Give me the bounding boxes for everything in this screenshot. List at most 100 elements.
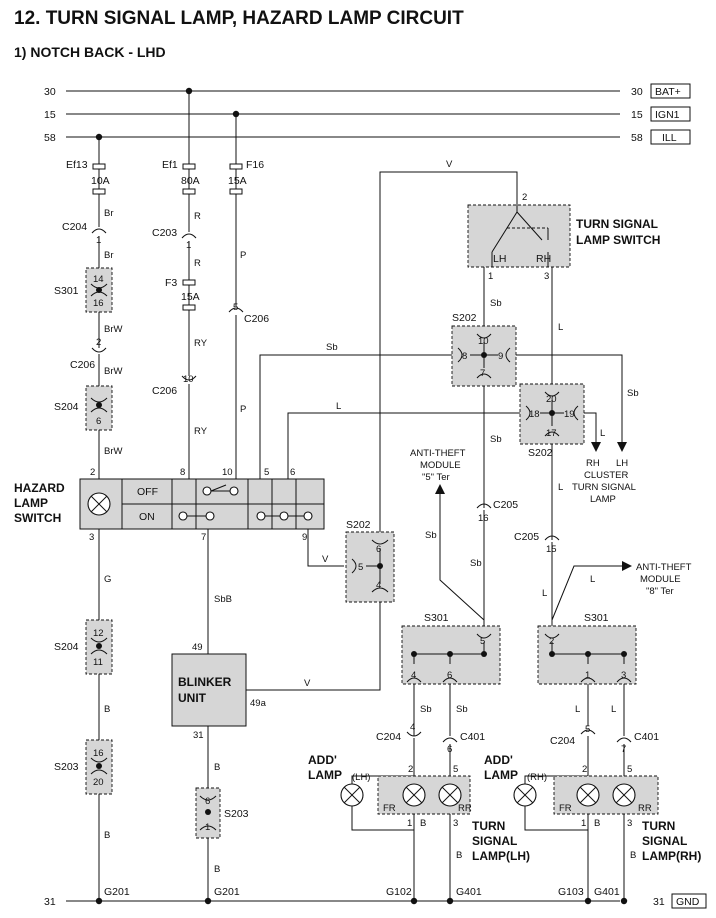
wire-l-rh-rr: L	[611, 704, 616, 715]
cluster-lh: LH	[616, 458, 628, 469]
s301-lh-pin5: 5	[480, 636, 485, 647]
c401-rh-label: C401	[634, 731, 659, 743]
s202-upper-pin7: 7	[480, 368, 485, 379]
tsl-lh-label-3: LAMP(LH)	[472, 849, 530, 863]
anti-theft-module-8: L ANTI-THEFT MODULE "8" Ter	[551, 561, 692, 621]
lh-rr-label: RR	[458, 803, 472, 814]
hazard-label-1: HAZARD	[14, 481, 65, 495]
wire-br-1: Br	[104, 208, 114, 219]
c205-rh-pin15: 15	[546, 544, 557, 555]
turn-switch-label-2: LAMP SWITCH	[576, 233, 660, 247]
hazard-pin10: 10	[222, 467, 233, 478]
anti-theft-5-label-3: "5" Ter	[422, 472, 450, 483]
diagram-subtitle: 1) NOTCH BACK - LHD	[14, 44, 166, 60]
add-lamp-rh-side: (RH)	[527, 772, 547, 783]
s202-upper-pin8: 8	[462, 351, 467, 362]
rail-15-right: 15	[631, 109, 643, 121]
tsl-rh-label-1: TURN	[642, 819, 675, 833]
anti-theft-module-5: ANTI-THEFT MODULE "5" Ter Sb	[410, 448, 485, 621]
wire-l-rh-fr: L	[575, 704, 580, 715]
s202-lower-pin19: 19	[564, 409, 575, 420]
wire-l-antitheft: L	[590, 574, 595, 585]
turn-switch-label-1: TURN SIGNAL	[576, 217, 658, 231]
c401-lh-label: C401	[460, 731, 485, 743]
c205-lh-pin16: 16	[478, 513, 489, 524]
lh-lamp-wiring: Sb 4 C204 Sb 6 C401 2 5	[376, 684, 485, 776]
hazard-off-label: OFF	[137, 486, 158, 498]
add-lamp-lh-side: (LH)	[352, 772, 370, 783]
s202-upper-pin9: 9	[498, 351, 503, 362]
wire-b-left-2: B	[104, 830, 110, 841]
rail-30-left: 30	[44, 86, 56, 98]
ill-feed-column: Ef13 10A Br C204 1 Br 14 16 S301 BrW 2 C…	[54, 137, 123, 479]
ground-g201-mid: G201	[214, 886, 240, 898]
c206-mid-pin10: 10	[183, 374, 194, 385]
fuse-ef13-label: Ef13	[66, 159, 88, 171]
s301-lh-pin4: 4	[411, 670, 416, 681]
s301-left-pin16: 16	[93, 298, 104, 309]
rh-rr-pin3: 3	[627, 818, 632, 829]
c206-mid-label: C206	[152, 385, 177, 397]
hazard-pin8: 8	[180, 467, 185, 478]
wire-l-top: L	[336, 401, 341, 412]
turn-switch-pin2: 2	[522, 192, 527, 203]
fuse-f16-rating: 15A	[228, 175, 247, 187]
hazard-label-3: SWITCH	[14, 511, 61, 525]
turn-signal-lamp-switch: 2 LH RH TURN SIGNAL LAMP SWITCH 1 3	[467, 192, 660, 282]
add-lamp-rh-label-1: ADD'	[484, 753, 513, 767]
s202-hazard-pin6: 6	[376, 544, 381, 555]
lh-rr-pin3: 3	[453, 818, 458, 829]
blinker-unit: SbB 49 BLINKER UNIT 49a 31 B 6 1 S203 B …	[171, 529, 267, 905]
cluster-label-3: LAMP	[590, 494, 616, 505]
s204-top-label: S204	[54, 401, 79, 413]
s203-left-pin16: 16	[93, 748, 104, 759]
rail-58-left: 58	[44, 132, 56, 144]
turn-switch-pin3: 3	[544, 271, 549, 282]
wire-b-lh-fr: B	[420, 818, 426, 829]
lh-signal-branch: Sb S202 10 8 9 7 Sb Sb C205 16 Sb	[451, 267, 639, 626]
turn-switch-lh: LH	[493, 253, 506, 265]
rail-31-left: 31	[44, 896, 56, 908]
s202-hazard-pin4: 4	[376, 580, 381, 591]
v-wire-to-turn-switch: V V	[246, 159, 518, 691]
tsl-rh-label-3: LAMP(RH)	[642, 849, 701, 863]
cluster-label-1: CLUSTER	[584, 470, 628, 481]
turn-switch-pin1: 1	[488, 271, 493, 282]
anti-theft-8-label-2: MODULE	[640, 574, 681, 585]
hazard-pin6: 6	[290, 467, 295, 478]
wire-br-2: Br	[104, 250, 114, 261]
s301-rh-pin1: 1	[585, 670, 590, 681]
s301-left-label: S301	[54, 285, 79, 297]
blinker-pin31: 31	[193, 730, 204, 741]
c204-rh-label: C204	[550, 735, 575, 747]
wire-b-left-1: B	[104, 704, 110, 715]
wire-brw-3: BrW	[104, 446, 123, 457]
turn-switch-rh: RH	[536, 253, 551, 265]
cluster-rh: RH	[586, 458, 600, 469]
s202-lower-pin20: 20	[546, 394, 557, 405]
lh-fr-label: FR	[383, 803, 396, 814]
ground-g401-rh: G401	[594, 886, 620, 898]
ground-g201-left: G201	[104, 886, 130, 898]
s204-bottom-pin12: 12	[93, 628, 104, 639]
anti-theft-8-label-3: "8" Ter	[646, 586, 674, 597]
gnd-label: GND	[676, 896, 700, 908]
s204-bottom-pin11: 11	[93, 657, 103, 668]
ign1-label: IGN1	[655, 109, 680, 121]
c204-lh-pin4: 4	[410, 722, 415, 733]
s301-lh-splice: S301 5 4 6	[401, 612, 501, 685]
fuse-f16-label: F16	[246, 159, 264, 171]
diagram-title: 12. TURN SIGNAL LAMP, HAZARD LAMP CIRCUI…	[14, 8, 464, 29]
blinker-pin49: 49	[192, 642, 203, 653]
c206-left-label: C206	[70, 359, 95, 371]
wire-brw-1: BrW	[104, 324, 123, 335]
ground-g102: G102	[386, 886, 412, 898]
ground-g401-lh: G401	[456, 886, 482, 898]
c204-lh-label: C204	[376, 731, 401, 743]
wire-p-1: P	[240, 250, 246, 261]
bat-feed-column: Ef1 80A R C203 1 R F3 15A RY 10 C206 RY …	[152, 91, 208, 479]
rh-signal-branch: L 20 18 19 17 S202 L RH LH CLUSTER TURN …	[514, 267, 636, 626]
s203-left-pin20: 20	[93, 777, 104, 788]
power-rails: 30 15 58 31 30 15 58 31 BAT+ IGN1 ILL GN…	[44, 83, 707, 909]
